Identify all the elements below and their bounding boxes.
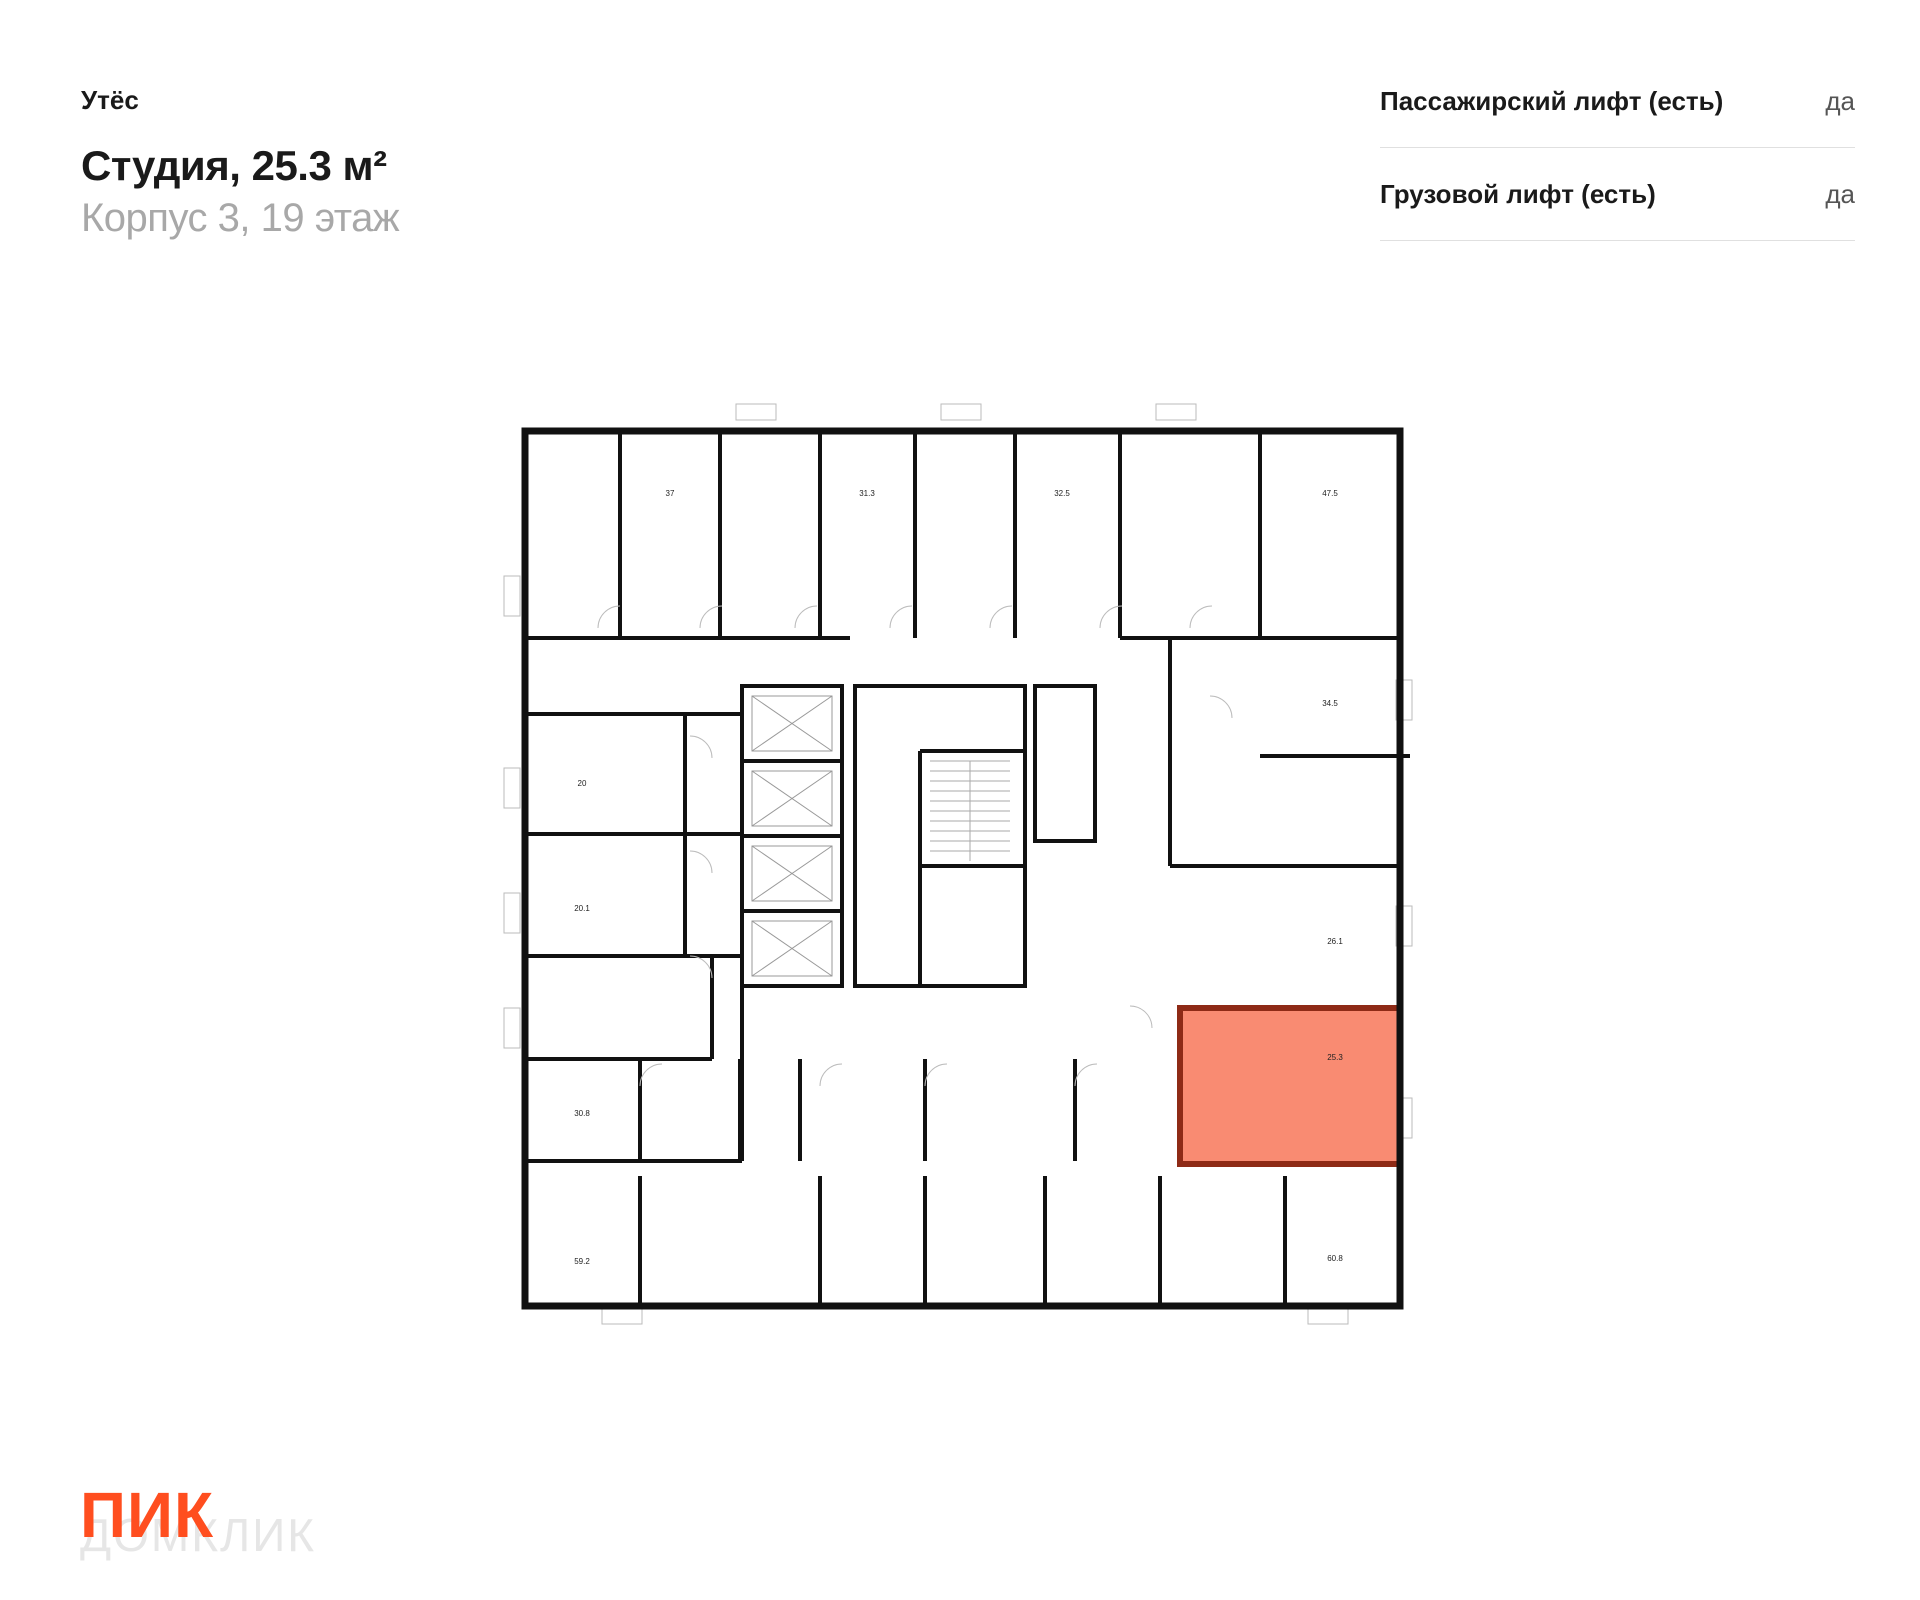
- features-list: Пассажирский лифт (есть) да Грузовой лиф…: [1380, 55, 1855, 241]
- feature-label: Пассажирский лифт (есть): [1380, 85, 1724, 116]
- facade-windows: [503, 403, 1413, 1325]
- area-label: 47.5: [1322, 489, 1338, 498]
- area-label: 20.1: [574, 904, 590, 913]
- outer-walls: [521, 427, 1404, 1310]
- brand-logo: ДОМКЛИК ПИК: [80, 1478, 420, 1568]
- elevator-core: [740, 684, 1097, 988]
- area-label: 60.8: [1327, 1254, 1343, 1263]
- interior-walls: [525, 431, 1410, 1306]
- feature-value: да: [1825, 85, 1855, 116]
- elevator-cabins: [751, 695, 833, 977]
- area-label: 34.5: [1322, 699, 1338, 708]
- feature-freight-lift: Грузовой лифт (есть) да: [1380, 148, 1855, 241]
- feature-value: да: [1825, 178, 1855, 209]
- pik-logo: ПИК: [80, 1479, 215, 1551]
- project-name: Утёс: [81, 85, 139, 115]
- stairs: [930, 760, 1010, 861]
- doors: [597, 605, 1233, 1087]
- floor-plan: 37 31.3 32.5 47.5 34.5 20 20.1 26.1 25.3…: [490, 396, 1440, 1346]
- area-label: 32.5: [1054, 489, 1070, 498]
- area-label: 31.3: [859, 489, 875, 498]
- area-label-selected: 25.3: [1327, 1053, 1343, 1062]
- floor-plan-svg: 37 31.3 32.5 47.5 34.5 20 20.1 26.1 25.3…: [503, 403, 1413, 1325]
- area-label: 59.2: [574, 1257, 590, 1266]
- area-label: 37: [666, 489, 675, 498]
- apartment-title: Студия, 25.3 м²: [81, 142, 387, 189]
- feature-label: Грузовой лифт (есть): [1380, 178, 1656, 209]
- domclick-watermark: ДОМКЛИК: [80, 1509, 317, 1561]
- feature-passenger-lift: Пассажирский лифт (есть) да: [1380, 55, 1855, 148]
- selected-apartment[interactable]: [1177, 1005, 1403, 1167]
- area-labels: 37 31.3 32.5 47.5 34.5 20 20.1 26.1 25.3…: [574, 489, 1343, 1266]
- area-label: 20: [578, 779, 587, 788]
- area-label: 30.8: [574, 1109, 590, 1118]
- building-floor: Корпус 3, 19 этаж: [81, 196, 400, 240]
- area-label: 26.1: [1327, 937, 1343, 946]
